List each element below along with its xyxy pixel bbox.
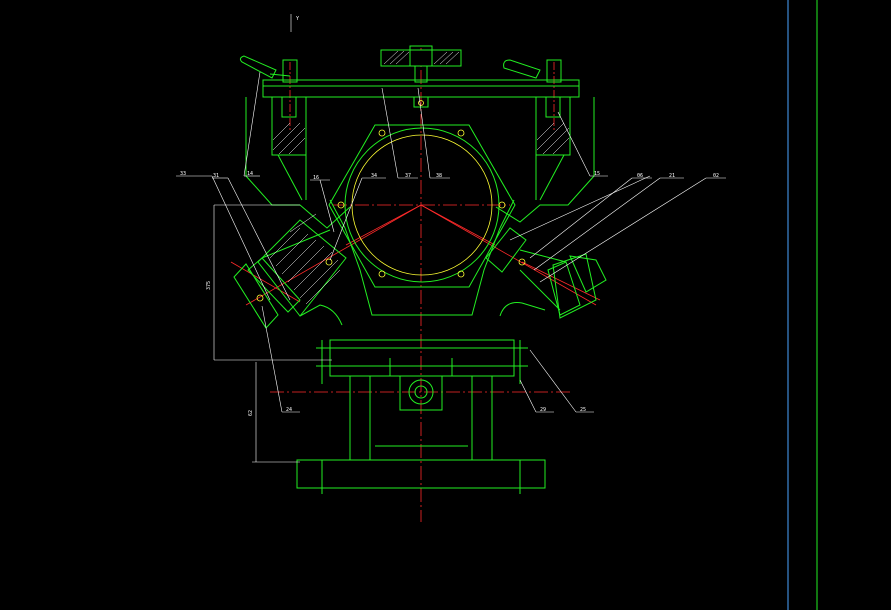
part-label-14: 14 (247, 171, 253, 177)
part-label-21: 21 (669, 173, 675, 179)
right-arm (495, 96, 595, 223)
right-clamp-handle (503, 59, 562, 83)
part-label-02: 02 (713, 173, 719, 179)
part-label-25: 25 (580, 407, 586, 413)
left-clamp-handle (239, 55, 298, 83)
dimension-375-label: 375 (206, 281, 212, 290)
right-angled-clamp (485, 175, 651, 319)
axis-marker-label: Y (296, 16, 299, 22)
part-label-15: 15 (594, 171, 600, 177)
leader-lines (176, 71, 726, 413)
left-angled-clamp (233, 219, 347, 329)
base-block (296, 339, 546, 494)
part-label-38: 38 (436, 173, 442, 179)
part-label-31: 31 (213, 173, 219, 179)
part-number-labels: 14 37 38 15 33 31 16 34 06 21 02 24 29 2… (180, 171, 719, 413)
hexagon-housing (328, 124, 516, 316)
bolt-holes (256, 100, 526, 302)
centerlines (230, 48, 601, 522)
part-label-34: 34 (371, 173, 377, 179)
part-label-24: 24 (286, 407, 292, 413)
arm-hatching (272, 122, 570, 155)
part-label-16: 16 (313, 175, 319, 181)
part-label-37: 37 (405, 173, 411, 179)
dimension-62-label: 62 (248, 410, 254, 416)
part-label-33: 33 (180, 171, 186, 177)
ucs-axis-marker: Y (290, 14, 299, 32)
left-clamp-hatch (269, 213, 341, 305)
part-label-06: 06 (637, 173, 643, 179)
part-label-29: 29 (540, 407, 546, 413)
dimension-lines (213, 204, 332, 463)
top-nut-hatch (383, 50, 460, 65)
